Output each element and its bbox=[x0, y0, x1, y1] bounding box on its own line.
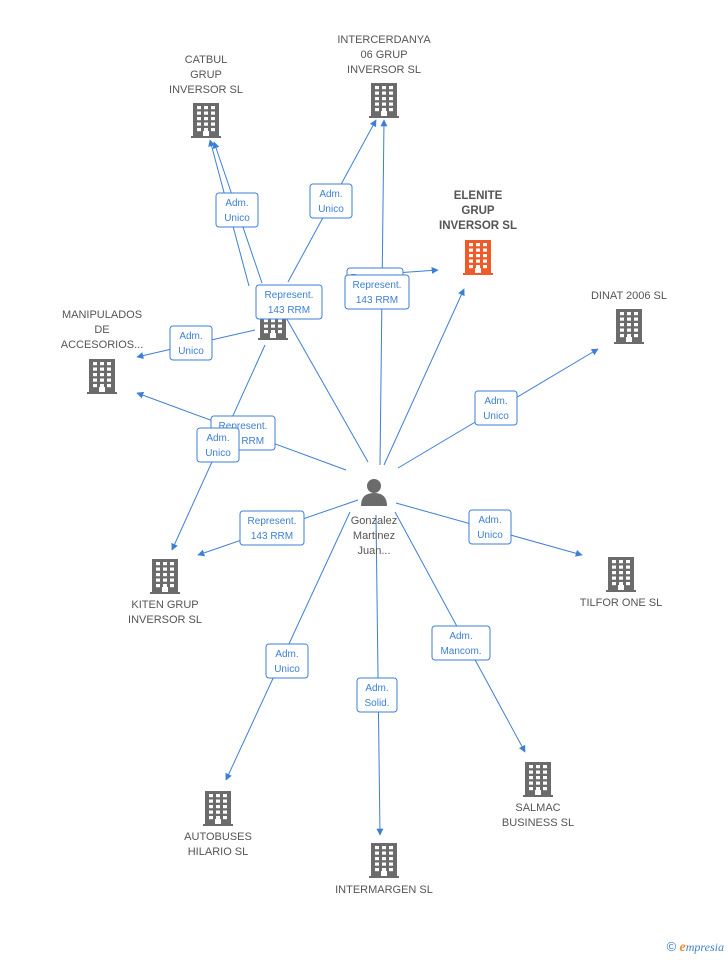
company-label-salmac-line-0: SALMAC bbox=[515, 802, 560, 814]
edge-label-text-l-auto-adm-1: Unico bbox=[274, 664, 300, 675]
edge-label-text-l-kiten-adm-1: Unico bbox=[205, 448, 231, 459]
edge-label-text-l-manip-rep-0: Represent. bbox=[219, 421, 268, 432]
edge-label-text-l-dinat-adm-1: Unico bbox=[483, 411, 509, 422]
edge-label-text-l-inter-adm-1: Unico bbox=[318, 204, 344, 215]
company-label-catbul-line-2: INVERSOR SL bbox=[169, 84, 243, 96]
company-label-intercerdanya: INTERCERDANYA 06 GRUP INVERSOR SL bbox=[337, 34, 431, 76]
person-label-line-0: Gonzalez bbox=[351, 515, 397, 527]
company-label-manipulados-line-0: MANIPULADOS bbox=[62, 309, 142, 321]
company-label-manipulados-line-2: ACCESORIOS... bbox=[61, 339, 144, 351]
edge-label-text-l-auto-adm-0: Adm. bbox=[275, 649, 298, 660]
edge-label-l-dinat-adm[interactable]: Adm. Unico bbox=[474, 390, 518, 426]
edge-label-text-l-dinat-adm-0: Adm. bbox=[484, 396, 507, 407]
company-node-manipulados[interactable] bbox=[87, 359, 117, 394]
company-label-tilfor-line-0: TILFOR ONE SL bbox=[580, 597, 663, 609]
company-label-catbul: CATBUL GRUP INVERSOR SL bbox=[169, 54, 243, 96]
edge-label-text-l-kiten-rep-0: Represent. bbox=[248, 516, 297, 527]
person-label-line-1: Martinez bbox=[353, 530, 395, 542]
edge-label-l-tilfor-adm[interactable]: Adm. Unico bbox=[468, 509, 512, 545]
edge-label-text-l-manip-rep-1: 143 RRM bbox=[222, 436, 264, 447]
edge-label-text-l-inter-adm-0: Adm. bbox=[319, 189, 342, 200]
company-label-kiten: KITEN GRUP INVERSOR SL bbox=[128, 599, 202, 626]
company-node-tilfor[interactable] bbox=[606, 557, 636, 592]
company-label-catbul-line-0: CATBUL bbox=[185, 54, 228, 66]
edge-label-l-re-rep[interactable]: Represent. 143 RRM bbox=[255, 284, 323, 320]
company-node-dinat[interactable] bbox=[614, 309, 644, 344]
company-label-dinat-line-0: DINAT 2006 SL bbox=[591, 290, 667, 302]
company-label-elenite-line-0: ELENITE bbox=[454, 190, 503, 202]
copyright-symbol: © bbox=[666, 939, 677, 954]
brand-rest: mpresia bbox=[685, 940, 724, 954]
company-label-autobuses-line-0: AUTOBUSES bbox=[184, 831, 252, 843]
edge-label-l-elenite-rep2[interactable]: Represent. 143 RRM bbox=[344, 274, 410, 310]
company-label-manipulados: MANIPULADOS DE ACCESORIOS... bbox=[61, 309, 144, 351]
company-label-autobuses-line-1: HILARIO SL bbox=[188, 846, 249, 858]
edge-label-text-l-re-rep-0: Represent. bbox=[265, 290, 314, 301]
edge-label-text-l-salmac-adm-1: Mancom. bbox=[440, 646, 481, 657]
brand-e: e bbox=[679, 940, 686, 955]
edge-label-l-kiten-rep[interactable]: Represent. 143 RRM bbox=[239, 510, 305, 546]
company-label-salmac: SALMAC BUSINESS SL bbox=[502, 802, 574, 829]
company-node-intermargen[interactable] bbox=[369, 843, 399, 878]
company-label-kiten-line-0: KITEN GRUP bbox=[131, 599, 198, 611]
edge-label-text-l-catbul-adm-1: Unico bbox=[224, 213, 250, 224]
person-label-line-2: Juan... bbox=[357, 545, 390, 557]
company-label-elenite: ELENITE GRUP INVERSOR SL bbox=[439, 190, 517, 232]
company-label-elenite-line-2: INVERSOR SL bbox=[439, 220, 517, 232]
company-node-intercerdanya[interactable] bbox=[369, 83, 399, 118]
company-label-salmac-line-1: BUSINESS SL bbox=[502, 817, 574, 829]
company-label-intercerdanya-line-2: INVERSOR SL bbox=[347, 64, 421, 76]
edge-label-text-l-re-rep-1: 143 RRM bbox=[268, 305, 310, 316]
company-label-intercerdanya-line-0: INTERCERDANYA bbox=[337, 34, 431, 46]
company-label-kiten-line-1: INVERSOR SL bbox=[128, 614, 202, 626]
edge-label-text-l-intermargen-adm-1: Solid. bbox=[364, 698, 389, 709]
edge-label-text-l-elenite-rep2-0: Represent. bbox=[353, 280, 402, 291]
company-label-tilfor: TILFOR ONE SL bbox=[580, 597, 663, 609]
empresia-watermark: © empresia bbox=[667, 939, 724, 956]
edge-label-l-auto-adm[interactable]: Adm. Unico bbox=[265, 643, 309, 679]
edge-label-l-catbul-adm[interactable]: Adm. Unico bbox=[215, 192, 259, 228]
edge-label-text-l-kiten-adm-0: Adm. bbox=[206, 433, 229, 444]
edge-label-text-l-manip-adm-0: Adm. bbox=[179, 331, 202, 342]
edge-label-text-l-tilfor-adm-0: Adm. bbox=[478, 515, 501, 526]
edge-label-l-kiten-adm[interactable]: Adm. Unico bbox=[196, 427, 240, 463]
company-label-intermargen: INTERMARGEN SL bbox=[335, 884, 433, 896]
company-label-dinat: DINAT 2006 SL bbox=[591, 290, 667, 302]
edge-line-14 bbox=[375, 514, 384, 836]
edge-label-text-l-tilfor-adm-1: Unico bbox=[477, 530, 503, 541]
edge-label-text-l-manip-adm-1: Unico bbox=[178, 346, 204, 357]
company-label-intermargen-line-0: INTERMARGEN SL bbox=[335, 884, 433, 896]
edge-line-4 bbox=[275, 299, 369, 463]
edge-label-text-l-intermargen-adm-0: Adm. bbox=[365, 683, 388, 694]
company-node-catbul[interactable] bbox=[191, 103, 221, 138]
nodes-layer: CATBUL GRUP INVERSOR SL INTERCERDANYA 06 GRU… bbox=[61, 34, 667, 896]
company-node-elenite[interactable] bbox=[463, 240, 493, 275]
company-label-intercerdanya-line-1: 06 GRUP bbox=[360, 49, 407, 61]
company-label-elenite-line-1: GRUP bbox=[461, 205, 495, 217]
company-node-autobuses[interactable] bbox=[203, 791, 233, 826]
company-node-kiten[interactable] bbox=[150, 559, 180, 594]
company-label-autobuses: AUTOBUSES HILARIO SL bbox=[184, 831, 252, 858]
company-label-manipulados-line-1: DE bbox=[94, 324, 109, 336]
company-node-salmac[interactable] bbox=[523, 762, 553, 797]
edge-label-l-salmac-adm[interactable]: Adm. Mancom. bbox=[431, 625, 491, 661]
edges-layer bbox=[136, 119, 599, 836]
company-label-catbul-line-1: GRUP bbox=[190, 69, 222, 81]
edge-label-l-manip-adm[interactable]: Adm. Unico bbox=[169, 325, 213, 361]
person-label: GonzalezMartinezJuan... bbox=[351, 515, 397, 557]
edge-line-6 bbox=[383, 288, 465, 466]
edge-label-l-inter-adm[interactable]: Adm. Unico bbox=[309, 183, 353, 219]
edge-label-text-l-catbul-adm-0: Adm. bbox=[225, 198, 248, 209]
edge-label-text-l-kiten-rep-1: 143 RRM bbox=[251, 531, 293, 542]
edge-label-l-intermargen-adm[interactable]: Adm. Solid. bbox=[356, 677, 398, 713]
edge-label-text-l-elenite-rep2-1: 143 RRM bbox=[356, 295, 398, 306]
person-icon[interactable] bbox=[361, 479, 387, 506]
edge-label-text-l-salmac-adm-0: Adm. bbox=[449, 631, 472, 642]
